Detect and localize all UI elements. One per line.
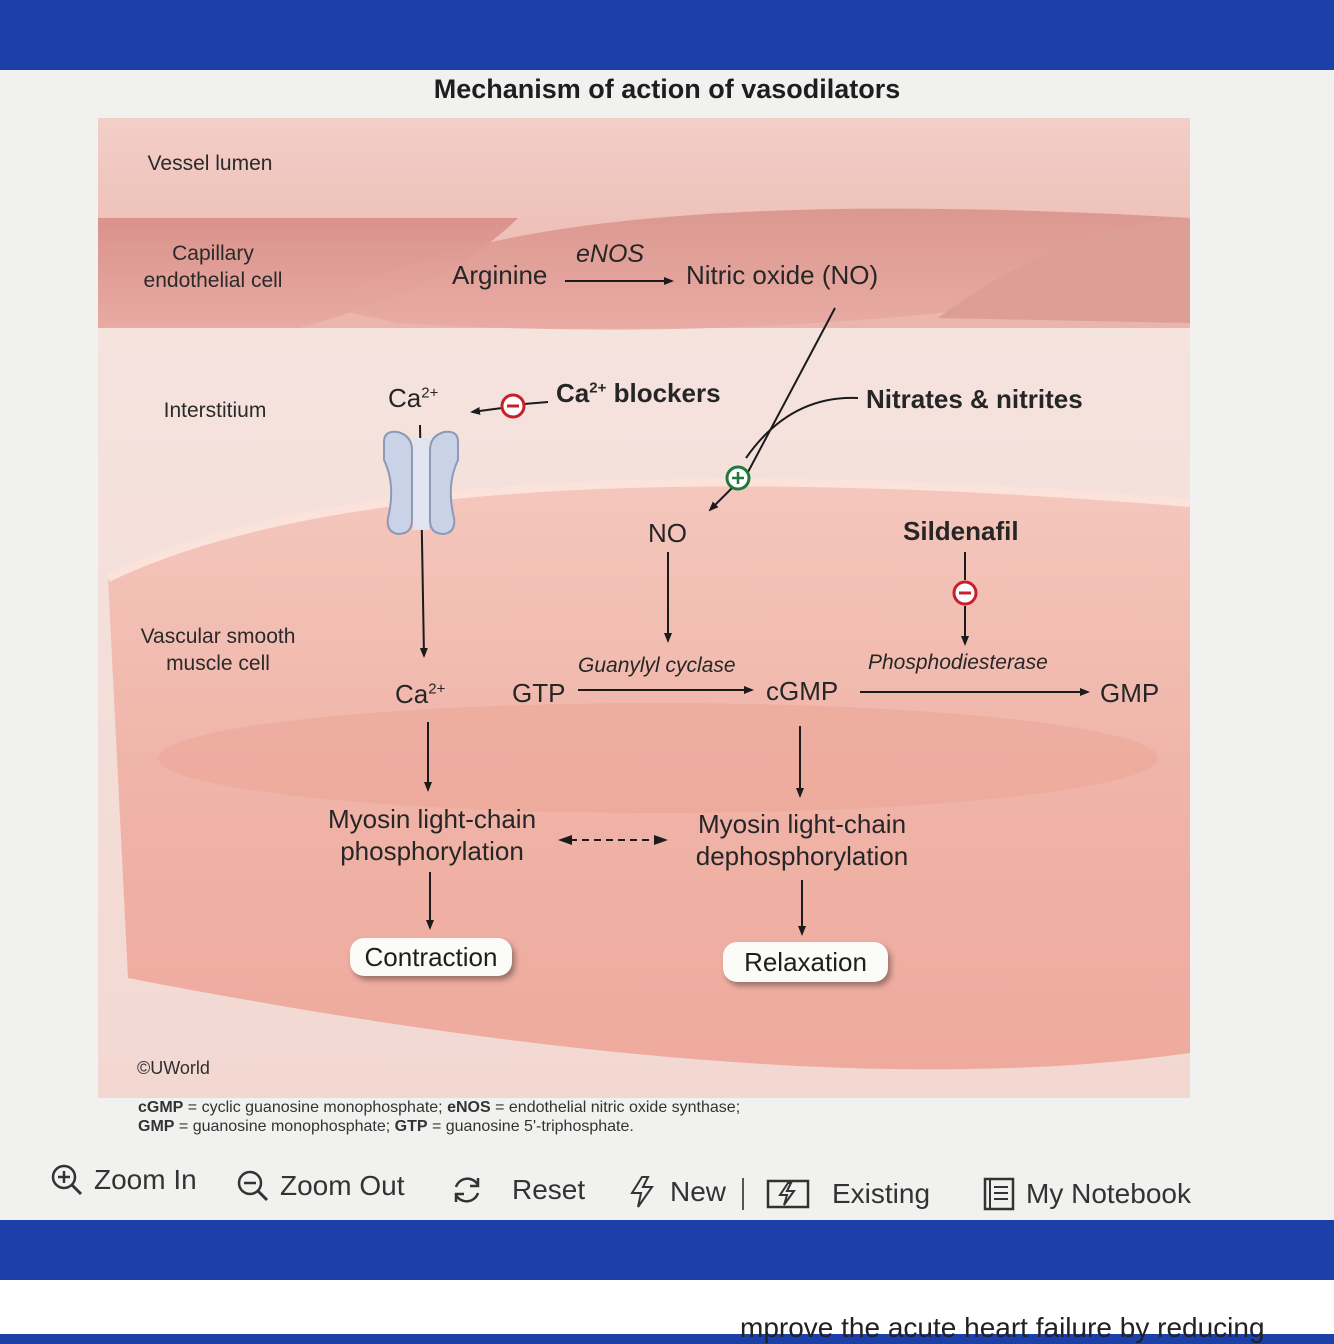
ca-text: Ca: [388, 383, 422, 413]
legend-line-1: cGMP = cyclic guanosine monophosphate; e…: [138, 1098, 740, 1117]
new-label: New: [670, 1176, 727, 1207]
arrow-block-ca: [470, 406, 503, 415]
region-vsmc-line1: Vascular smooth: [140, 625, 296, 648]
ca-blockers-charge: 2+: [589, 379, 607, 397]
label-sildenafil: Sildenafil: [903, 516, 1019, 546]
figure-title: Mechanism of action of vasodilators: [433, 74, 901, 104]
legend-cgmp-abbr: cGMP: [138, 1099, 184, 1116]
copyright: ©UWorld: [137, 1058, 210, 1078]
stimulate-icon-no: [725, 465, 751, 491]
zoom-out-icon: [237, 1170, 269, 1202]
region-capillary-line1: Capillary: [172, 242, 254, 265]
label-gtp: GTP: [512, 678, 566, 708]
label-ca-blockers: Ca2+ blockers: [556, 378, 721, 409]
zoom-out-button[interactable]: Zoom Out: [236, 1169, 404, 1203]
notebook-icon: [983, 1177, 1015, 1211]
legend-enos-abbr: eNOS: [447, 1099, 491, 1116]
zoom-in-icon: [51, 1164, 83, 1196]
region-capillary-line2: endothelial cell: [143, 269, 283, 292]
label-ca-intracellular: Ca2+: [395, 679, 445, 710]
label-arginine: Arginine: [452, 260, 548, 290]
region-interstitium: Interstitium: [163, 399, 267, 422]
label-nitrates-nitrites: Nitrates & nitrites: [866, 384, 1083, 414]
legend-gmp-abbr: GMP: [138, 1118, 175, 1135]
legend-gtp-abbr: GTP: [394, 1118, 428, 1135]
calcium-channel-icon: [383, 430, 459, 536]
label-guanylyl-cyclase: Guanylyl cyclase: [578, 654, 736, 677]
legend-gtp-def: = guanosine 5'-triphosphate.: [427, 1118, 634, 1135]
region-capillary-endothelial: Capillary endothelial cell: [128, 240, 298, 294]
region-vessel-lumen: Vessel lumen: [147, 152, 273, 175]
image-toolbar: Zoom In Zoom Out Reset New Existing My N…: [0, 1155, 1334, 1215]
legend-line-2: GMP = guanosine monophosphate; GTP = gua…: [138, 1117, 740, 1136]
legend-cgmp-def: = cyclic guanosine monophosphate;: [183, 1099, 448, 1116]
label-gmp: GMP: [1100, 678, 1160, 708]
new-flashcard-button[interactable]: New: [626, 1175, 726, 1209]
label-no: NO: [648, 518, 687, 548]
mlc-dephos-line1: Myosin light-chain: [697, 809, 907, 839]
label-mlc-dephosphorylation: Myosin light-chain dephosphorylation: [688, 808, 916, 872]
mlc-phos-line2: phosphorylation: [340, 836, 524, 866]
region-vascular-smooth-muscle: Vascular smooth muscle cell: [128, 623, 308, 677]
reset-label: Reset: [512, 1174, 586, 1205]
label-phosphodiesterase: Phosphodiesterase: [868, 651, 1048, 674]
ca-charge: 2+: [421, 384, 439, 402]
ca-int-text: Ca: [395, 679, 429, 709]
legend-enos-def: = endothelial nitric oxide synthase;: [490, 1099, 741, 1116]
ca-blockers-ca: Ca: [556, 378, 590, 408]
arrow-to-no: [708, 487, 733, 512]
ca-int-charge: 2+: [428, 680, 446, 698]
mlc-dephos-line2: dephosphorylation: [695, 841, 909, 871]
mlc-phos-line1: Myosin light-chain: [327, 804, 537, 834]
zoom-in-label: Zoom In: [94, 1164, 197, 1195]
figure-legend: cGMP = cyclic guanosine monophosphate; e…: [138, 1098, 740, 1136]
zoom-out-label: Zoom Out: [280, 1170, 405, 1201]
ca-blockers-text: blockers: [606, 378, 721, 408]
inhibit-icon-ca-blocker: [500, 393, 526, 419]
reset-icon: [454, 1177, 480, 1203]
my-notebook-button[interactable]: My Notebook: [982, 1177, 1191, 1211]
existing-card-icon: [766, 1179, 810, 1209]
reset-button[interactable]: Reset: [450, 1173, 585, 1207]
existing-label: Existing: [832, 1178, 931, 1209]
line-no-to-merge: [747, 307, 836, 473]
zoom-in-button[interactable]: Zoom In: [50, 1163, 197, 1197]
page-body-text: mprove the acute heart failure by reduci…: [740, 1312, 1265, 1343]
label-enos: eNOS: [576, 240, 645, 268]
label-cgmp: cGMP: [766, 676, 839, 706]
legend-gmp-def: = guanosine monophosphate;: [174, 1118, 395, 1135]
region-vsmc-line2: muscle cell: [166, 652, 270, 675]
inhibit-icon-sildenafil: [952, 580, 978, 606]
lightning-icon: [630, 1176, 654, 1208]
label-nitric-oxide: Nitric oxide (NO): [686, 260, 879, 290]
my-notebook-label: My Notebook: [1026, 1178, 1191, 1209]
toolbar-divider: [742, 1178, 744, 1210]
existing-flashcard-button[interactable]: Existing: [766, 1177, 930, 1211]
label-mlc-phosphorylation: Myosin light-chain phosphorylation: [322, 803, 542, 867]
line-nitrates-to-merge: [745, 396, 859, 459]
relaxation-box: Relaxation: [723, 942, 888, 982]
contraction-box: Contraction: [350, 938, 512, 976]
page-content-area: [0, 1280, 1334, 1334]
dashed-arrow-right: [654, 835, 668, 845]
line-blocker-stem: [523, 401, 549, 405]
label-ca-extracellular: Ca2+: [388, 383, 438, 414]
dashed-arrow-left: [558, 835, 572, 845]
